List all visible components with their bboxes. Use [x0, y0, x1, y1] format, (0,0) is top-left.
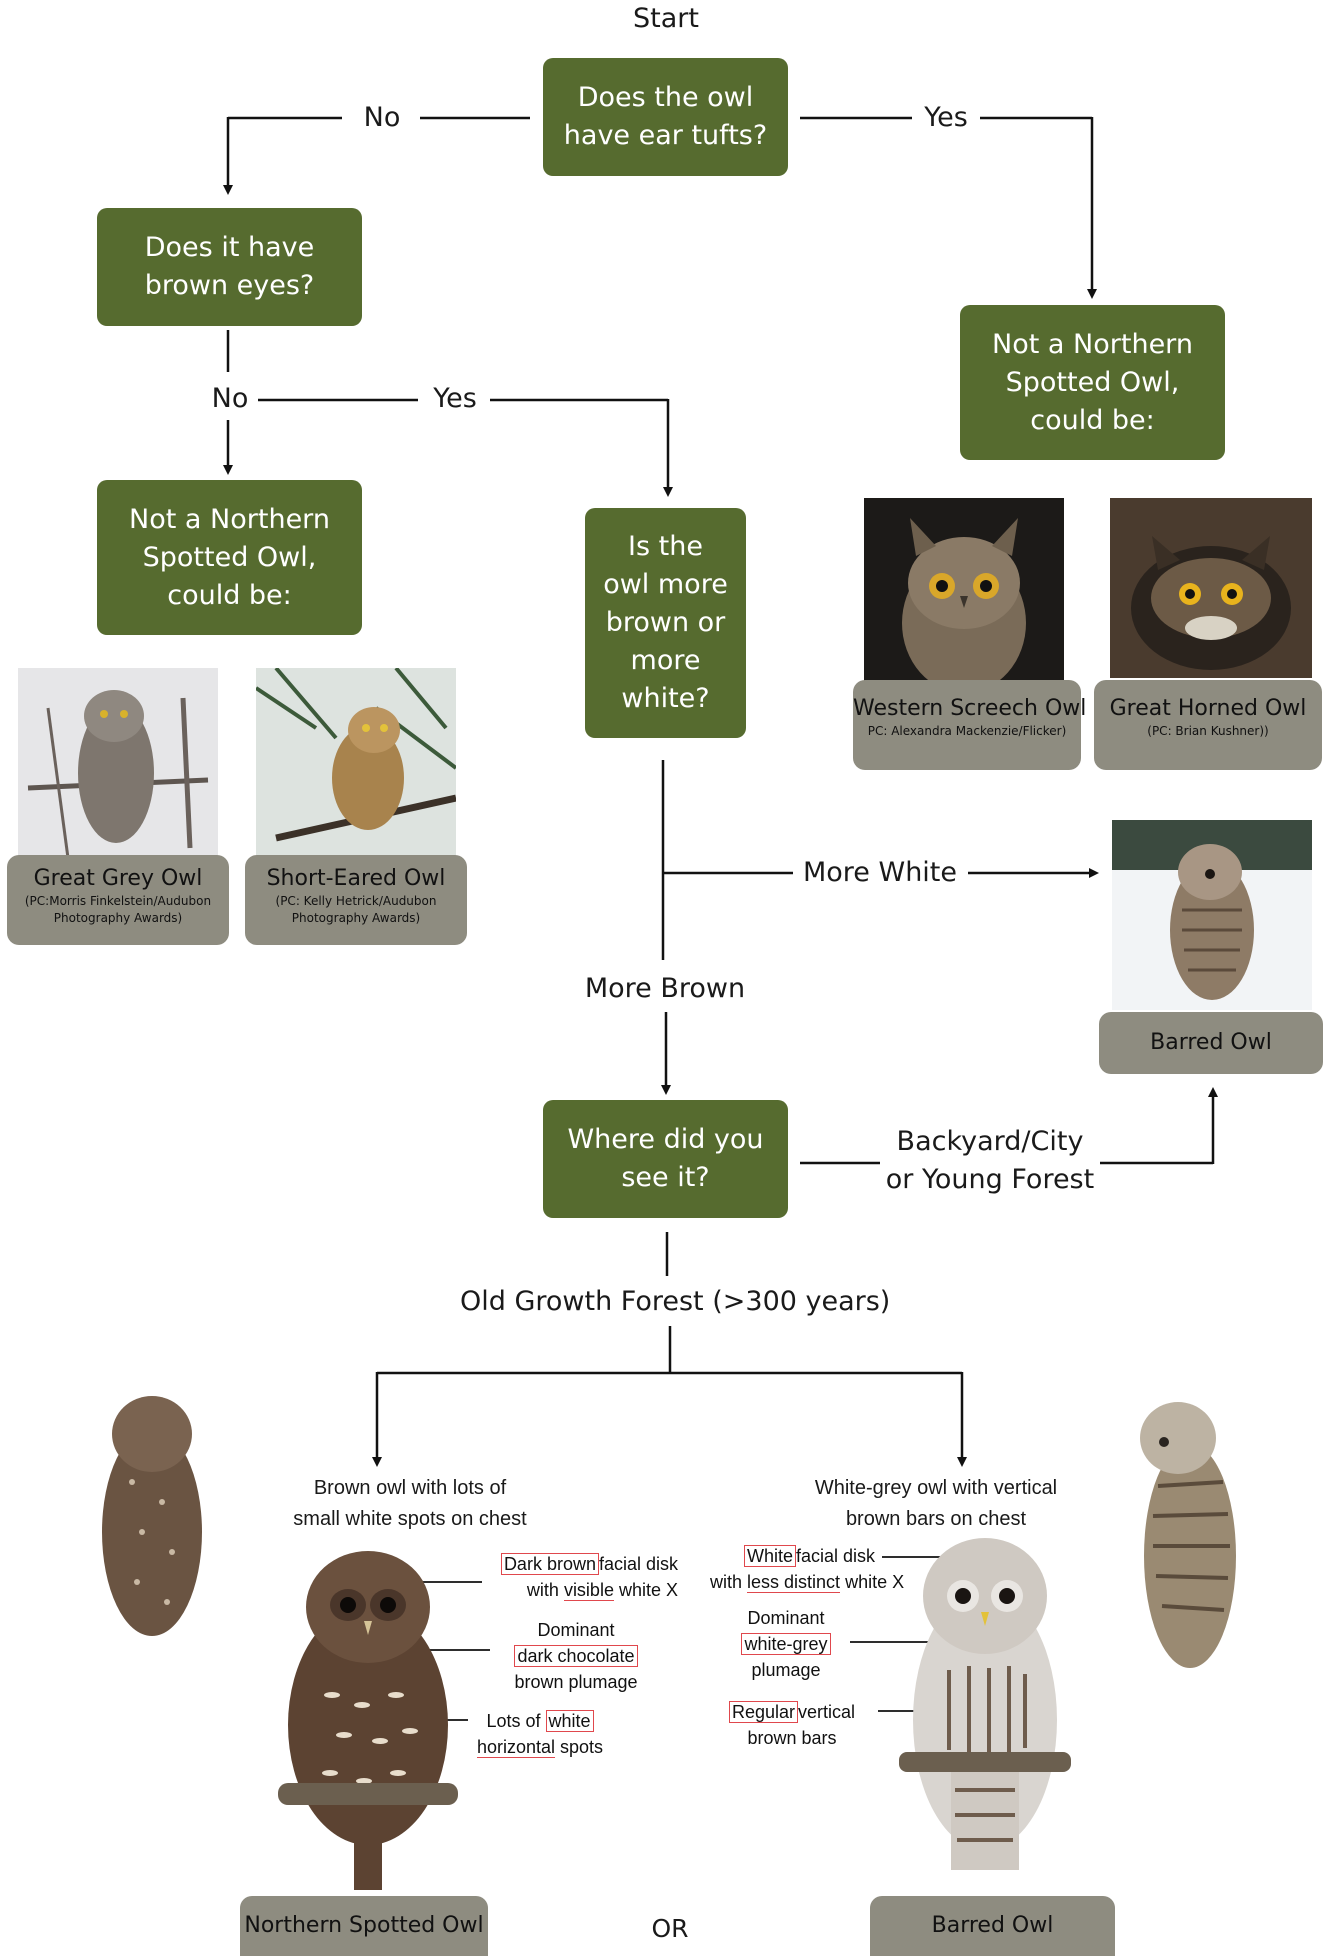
or-label: OR [651, 1914, 689, 1943]
nso-desc-line1: Brown owl with lots of [313, 1477, 507, 1499]
nso-dominant-text: Dominant [537, 1620, 615, 1640]
nso-visible-underline: visible [563, 1580, 614, 1601]
backyard-label: Backyard/City or Young Forest [880, 1123, 1100, 1199]
barred-owl-mid-icon [1112, 820, 1312, 1010]
not-nso-left-text: Not a Northern Spotted Owl, could be: [129, 503, 330, 611]
barred-less-distinct-underline: less distinct [747, 1572, 841, 1593]
spotted-owl-back-photo [92, 1392, 212, 1638]
decision-brown-eyes: Does it have brown eyes? [97, 208, 362, 326]
decision-where-seen: Where did you see it? [543, 1100, 788, 1218]
barred-owl-mid-photo [1112, 820, 1312, 1010]
not-nso-box-left: Not a Northern Spotted Owl, could be: [97, 480, 362, 635]
not-nso-right-text: Not a Northern Spotted Owl, could be: [992, 328, 1193, 436]
western-screech-owl-photo [864, 498, 1064, 683]
more-brown-label: More Brown [584, 973, 746, 1004]
barred-annotation-plumage: Dominant white-grey plumage [726, 1605, 846, 1683]
barred-owl-bottom-name: Barred Owl [931, 1913, 1054, 1938]
barred-owl-photo [895, 1530, 1075, 1880]
nso-dark-chocolate-highlight: dark chocolate [514, 1645, 638, 1667]
decision-brown-eyes-text: Does it have brown eyes? [144, 232, 315, 301]
nso-desc-line2: small white spots on chest [293, 1508, 527, 1530]
nso-brown-plumage-text: brown plumage [514, 1672, 638, 1692]
short-eared-owl-photo [256, 668, 456, 858]
great-grey-owl-name: Great Grey Owl [33, 866, 203, 891]
barred-owl-mid-name: Barred Owl [1150, 1030, 1272, 1055]
short-eared-owl-label: Short-Eared Owl (PC: Kelly Hetrick/Audub… [245, 855, 467, 945]
nso-spots-text: spots [555, 1737, 604, 1757]
great-grey-owl-credit: (PC:Morris Finkelstein/Audubon Photograp… [24, 894, 212, 925]
decision-brown-or-white: Is the owl more brown or more white? [585, 508, 746, 738]
spotted-owl-back-icon [102, 1396, 202, 1636]
nso-white-x-text: white X [613, 1580, 678, 1600]
barred-owl-mid-label: Barred Owl [1099, 1012, 1323, 1074]
western-screech-owl-name: Western Screech Owl [853, 696, 1087, 721]
brown-eyes-yes-label: Yes [433, 383, 477, 414]
barred-owl-side-photo [1128, 1396, 1248, 1676]
barred-owl-bottom-label: Barred Owl [870, 1896, 1115, 1956]
nso-with-text: with [526, 1580, 564, 1600]
great-grey-owl-photo [18, 668, 218, 858]
great-grey-owl-icon [18, 668, 218, 858]
barred-owl-side-icon [1140, 1402, 1236, 1668]
northern-spotted-owl-icon [278, 1551, 458, 1890]
barred-description: White-grey owl with vertical brown bars … [796, 1473, 1076, 1535]
western-screech-owl-credit: PC: Alexandra Mackenzie/Flicker) [867, 724, 1067, 738]
northern-spotted-owl-name: Northern Spotted Owl [244, 1913, 484, 1938]
decision-brown-or-white-text: Is the owl more brown or more white? [603, 531, 728, 714]
barred-brown-bars-text: brown bars [747, 1728, 837, 1748]
nso-horizontal-underline: horizontal [476, 1737, 555, 1758]
barred-with-text: with [710, 1572, 748, 1592]
great-horned-owl-photo [1110, 498, 1312, 678]
nso-facial-disk-text: facial disk [598, 1554, 678, 1574]
barred-regular-highlight: Regular [728, 1701, 799, 1723]
brown-eyes-no-label: No [211, 383, 249, 414]
screech-owl-icon [902, 518, 1026, 683]
decision-ear-tufts: Does the owl have ear tufts? [543, 58, 788, 176]
barred-desc-line2: brown bars on chest [845, 1508, 1027, 1530]
more-white-label: More White [802, 857, 958, 888]
decision-where-seen-text: Where did you see it? [567, 1124, 764, 1193]
start-label: Start [633, 3, 699, 34]
great-horned-owl-name: Great Horned Owl [1109, 696, 1307, 721]
nso-annotation-spots: Lots of white horizontal spots [470, 1708, 610, 1760]
old-growth-label: Old Growth Forest (>300 years) [460, 1286, 891, 1317]
great-horned-owl-label: Great Horned Owl (PC: Brian Kushner)) [1094, 680, 1322, 770]
nso-lots-of-text: Lots of [486, 1711, 546, 1731]
barred-desc-line1: White-grey owl with vertical [814, 1477, 1058, 1499]
ear-tufts-yes-label: Yes [924, 102, 968, 133]
not-nso-box-right: Not a Northern Spotted Owl, could be: [960, 305, 1225, 460]
short-eared-owl-credit: (PC: Kelly Hetrick/Audubon Photography A… [275, 894, 437, 925]
northern-spotted-owl-label: Northern Spotted Owl [240, 1896, 488, 1956]
barred-facial-disk-text: facial disk [796, 1546, 876, 1566]
great-grey-owl-label: Great Grey Owl (PC:Morris Finkelstein/Au… [7, 855, 229, 945]
barred-plumage-text: plumage [751, 1660, 821, 1680]
northern-spotted-owl-photo [272, 1545, 464, 1890]
barred-owl-main-icon [899, 1538, 1071, 1870]
barred-dominant-text: Dominant [747, 1608, 825, 1628]
nso-white-highlight: white [545, 1710, 594, 1732]
nso-description: Brown owl with lots of small white spots… [270, 1473, 550, 1535]
great-horned-owl-icon [1110, 498, 1312, 678]
barred-vertical-text: vertical [798, 1702, 856, 1722]
western-screech-owl-label: Western Screech Owl PC: Alexandra Macken… [853, 680, 1087, 770]
great-horned-owl-credit: (PC: Brian Kushner)) [1147, 724, 1269, 738]
ear-tufts-no-label: No [363, 102, 401, 133]
short-eared-owl-name: Short-Eared Owl [266, 866, 446, 891]
barred-white-x-text: white X [840, 1572, 905, 1592]
nso-annotation-plumage: Dominant dark chocolate brown plumage [496, 1617, 656, 1695]
barred-white-highlight: White [744, 1545, 797, 1567]
short-eared-owl-icon [256, 668, 456, 858]
backyard-text: Backyard/City or Young Forest [885, 1126, 1095, 1195]
decision-ear-tufts-text: Does the owl have ear tufts? [563, 82, 768, 151]
nso-dark-brown-highlight: Dark brown [500, 1553, 599, 1575]
barred-white-grey-highlight: white-grey [741, 1633, 831, 1655]
